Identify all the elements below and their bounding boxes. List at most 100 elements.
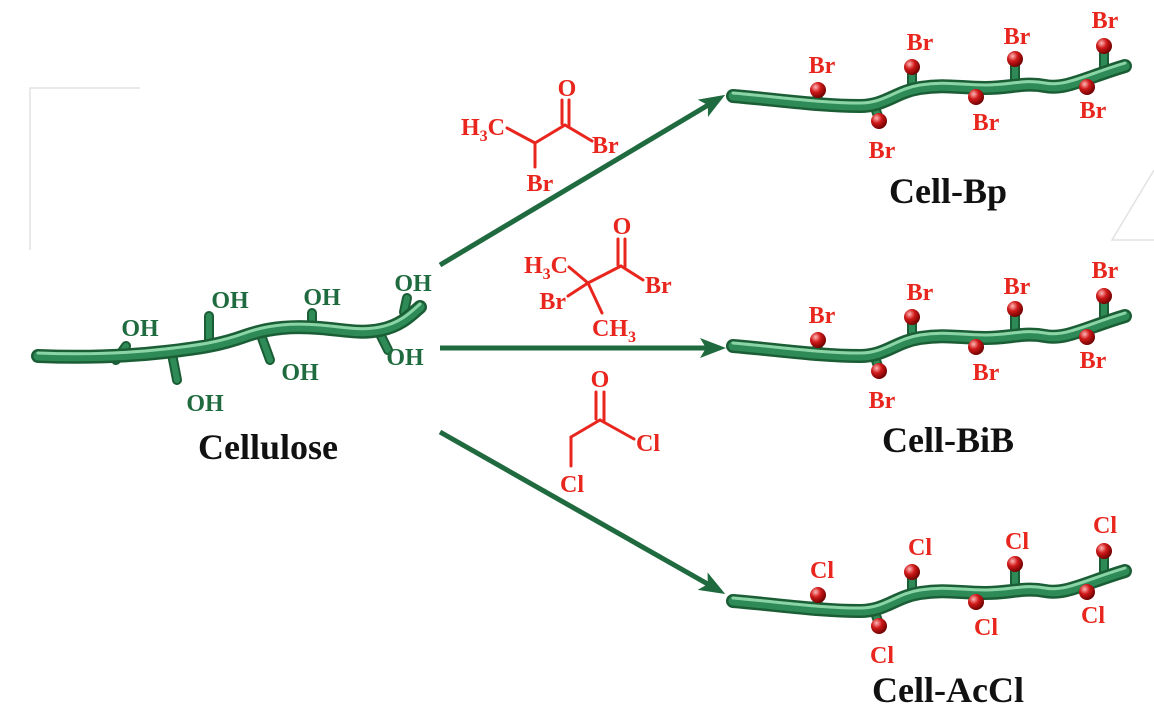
cellulose-backbone-body xyxy=(33,302,425,362)
hydroxyl-stub xyxy=(257,333,275,365)
halogen-atom-ball xyxy=(1079,79,1095,95)
halogen-atom-ball xyxy=(1096,543,1112,559)
halogen-atom-ball xyxy=(1096,38,1112,54)
halogen-label: Br xyxy=(1092,258,1119,284)
halogen-atom-ball xyxy=(968,594,984,610)
hydroxyl-label: OH xyxy=(211,288,249,314)
product-chain-highlight xyxy=(731,311,1127,355)
oxygen-label: O xyxy=(591,367,610,393)
halogen-label: Br xyxy=(869,388,896,414)
oxygen-label: O xyxy=(558,76,577,102)
halogen-atom-ball xyxy=(810,332,826,348)
methyl-label-part: H xyxy=(461,115,480,141)
bond-line xyxy=(598,418,636,441)
bond-line xyxy=(586,281,604,315)
halogen-label: Cl xyxy=(1005,529,1029,555)
bond-line xyxy=(533,123,567,145)
halogen-atom-ball xyxy=(1007,51,1023,67)
reaction-arrows xyxy=(438,94,726,594)
alpha-bromine-label: Br xyxy=(539,289,566,315)
halogen-label: Cl xyxy=(1081,603,1105,629)
cellulose-backbone-highlight xyxy=(36,302,422,356)
halogen-atom-ball xyxy=(871,363,887,379)
hydroxyl-label: OH xyxy=(186,391,224,417)
arrow-to-cell-bp xyxy=(438,94,726,268)
product-chain-body xyxy=(728,61,1130,111)
methyl-label: H3C xyxy=(524,253,568,283)
product-chain-highlight xyxy=(731,61,1127,105)
reagent-3-structure: O Cl Cl xyxy=(560,367,660,498)
hydroxyl-stubs xyxy=(111,293,412,385)
methyl-label-part: H xyxy=(524,253,543,279)
hydroxyl-stub xyxy=(399,293,412,317)
product-chain-highlight xyxy=(731,566,1127,610)
reagent-1-structure: O H3C Br Br xyxy=(461,76,619,197)
halogen-atom-ball xyxy=(904,59,920,75)
halogen-label: Br xyxy=(1080,98,1107,124)
cellulose-chain: OH OH OH OH OH OH OH Cellulose xyxy=(31,271,432,467)
arrow-to-cell-accl xyxy=(438,429,726,594)
halogen-atom-ball xyxy=(1096,288,1112,304)
methyl-label-part: C xyxy=(551,253,568,279)
alpha-bromine-label: Br xyxy=(527,171,554,197)
watermark-outline xyxy=(29,87,1154,250)
halogen-label: Br xyxy=(1004,24,1031,50)
bond-line xyxy=(567,265,590,285)
hydroxyl-stub xyxy=(167,349,182,385)
halogen-atom-ball xyxy=(871,618,887,634)
bond-line xyxy=(563,123,594,143)
halogen-label: Br xyxy=(973,360,1000,386)
product-label: Cell-Bp xyxy=(889,171,1007,211)
product-chains: BrBrBrBrBrBrBrCell-BpBrBrBrBrBrBrBrCell-… xyxy=(726,8,1132,710)
halogen-label: Br xyxy=(869,138,896,164)
product-label: Cell-BiB xyxy=(882,420,1014,460)
halogen-atom-ball xyxy=(871,113,887,129)
methyl-label-subscript: 3 xyxy=(480,128,488,145)
halogen-atom-ball xyxy=(810,587,826,603)
methyl-label-part: C xyxy=(488,115,505,141)
halogen-label: Br xyxy=(907,280,934,306)
halogen-label: Br xyxy=(1080,348,1107,374)
second-methyl-label-part: CH xyxy=(592,316,628,342)
halogen-label: Br xyxy=(907,30,934,56)
halogen-label: Cl xyxy=(810,558,834,584)
halogen-label: Br xyxy=(973,110,1000,136)
acyl-bromine-label: Br xyxy=(592,133,619,159)
halogen-atom-ball xyxy=(904,309,920,325)
halogen-label: Br xyxy=(1092,8,1119,34)
halogen-label: Cl xyxy=(1093,513,1117,539)
bond-line xyxy=(586,264,623,285)
methyl-label-subscript: 3 xyxy=(543,266,551,283)
product-label: Cell-AcCl xyxy=(872,670,1024,710)
halogen-atom-ball xyxy=(1007,556,1023,572)
halogen-atom-ball xyxy=(904,564,920,580)
product-chain-body xyxy=(728,311,1130,361)
halogen-label: Br xyxy=(809,303,836,329)
bond-line xyxy=(505,126,537,145)
bond-line xyxy=(569,418,602,439)
halogen-atom-ball xyxy=(1079,584,1095,600)
hydroxyl-label: OH xyxy=(303,285,341,311)
oxygen-label: O xyxy=(613,214,632,240)
halogen-label: Br xyxy=(809,53,836,79)
cellulose-label: Cellulose xyxy=(198,427,338,467)
hydroxyl-label: OH xyxy=(394,271,432,297)
methyl-label: H3C xyxy=(461,115,505,145)
reagent-2-structure: O H3C Br Br CH3 xyxy=(524,214,672,346)
second-methyl-label: CH3 xyxy=(592,316,636,346)
halogen-atom-ball xyxy=(1079,329,1095,345)
halogen-atom-ball xyxy=(810,82,826,98)
halogen-atom-ball xyxy=(968,89,984,105)
product-chain-body xyxy=(728,566,1130,616)
acyl-chlorine-label: Cl xyxy=(636,431,660,457)
halogen-label: Br xyxy=(1004,274,1031,300)
acyl-bromine-label: Br xyxy=(645,273,672,299)
halogen-atom-ball xyxy=(968,339,984,355)
alpha-chlorine-label: Cl xyxy=(560,472,584,498)
halogen-atom-ball xyxy=(1007,301,1023,317)
hydroxyl-label: OH xyxy=(386,345,424,371)
halogen-label: Cl xyxy=(974,615,998,641)
